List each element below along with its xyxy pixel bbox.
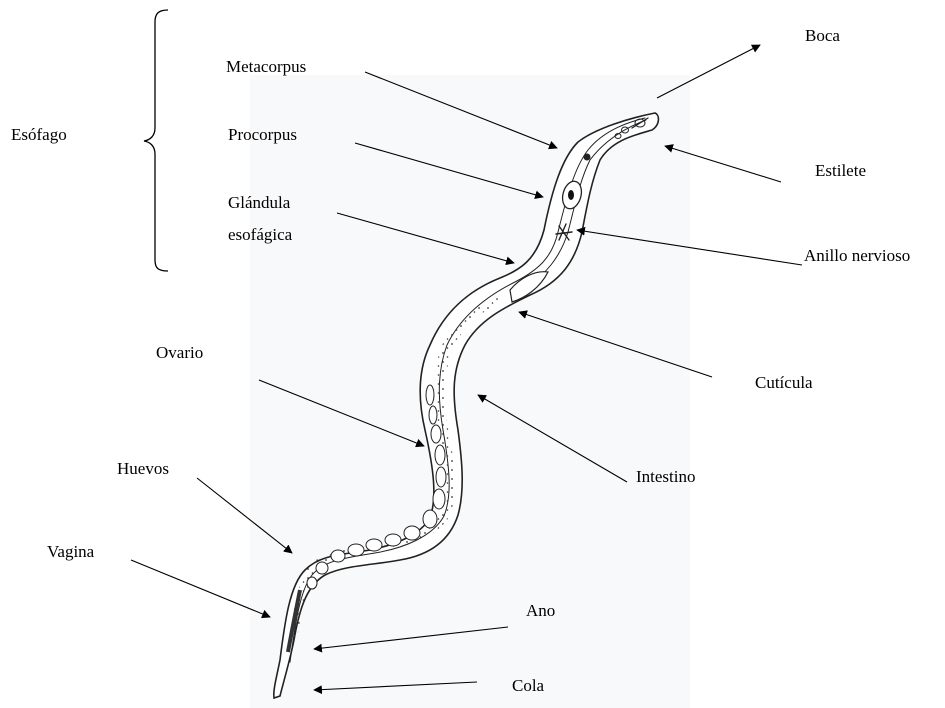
cuticula-label: Cutícula xyxy=(755,372,813,394)
arrow-vagina xyxy=(131,560,270,617)
boca-label: Boca xyxy=(805,25,840,47)
esofago-label: Esófago xyxy=(11,124,67,146)
glandula-label-line1: Glándula xyxy=(228,192,290,214)
anillo-nervioso-label: Anillo nervioso xyxy=(804,245,910,267)
procorpus-label: Procorpus xyxy=(228,124,297,146)
huevos-label: Huevos xyxy=(117,458,169,480)
ano-label: Ano xyxy=(526,600,555,622)
vagina-label: Vagina xyxy=(47,541,94,563)
ovario-label: Ovario xyxy=(156,342,203,364)
scanned-page-background xyxy=(250,75,690,708)
arrow-boca xyxy=(657,45,760,98)
intestino-label: Intestino xyxy=(636,466,696,488)
glandula-label-line2: esofágica xyxy=(228,224,292,246)
estilete-label: Estilete xyxy=(815,160,866,182)
esofago-brace xyxy=(144,10,168,271)
cola-label: Cola xyxy=(512,675,544,697)
metacorpus-dot xyxy=(584,154,591,161)
metacorpus-label: Metacorpus xyxy=(226,56,306,78)
